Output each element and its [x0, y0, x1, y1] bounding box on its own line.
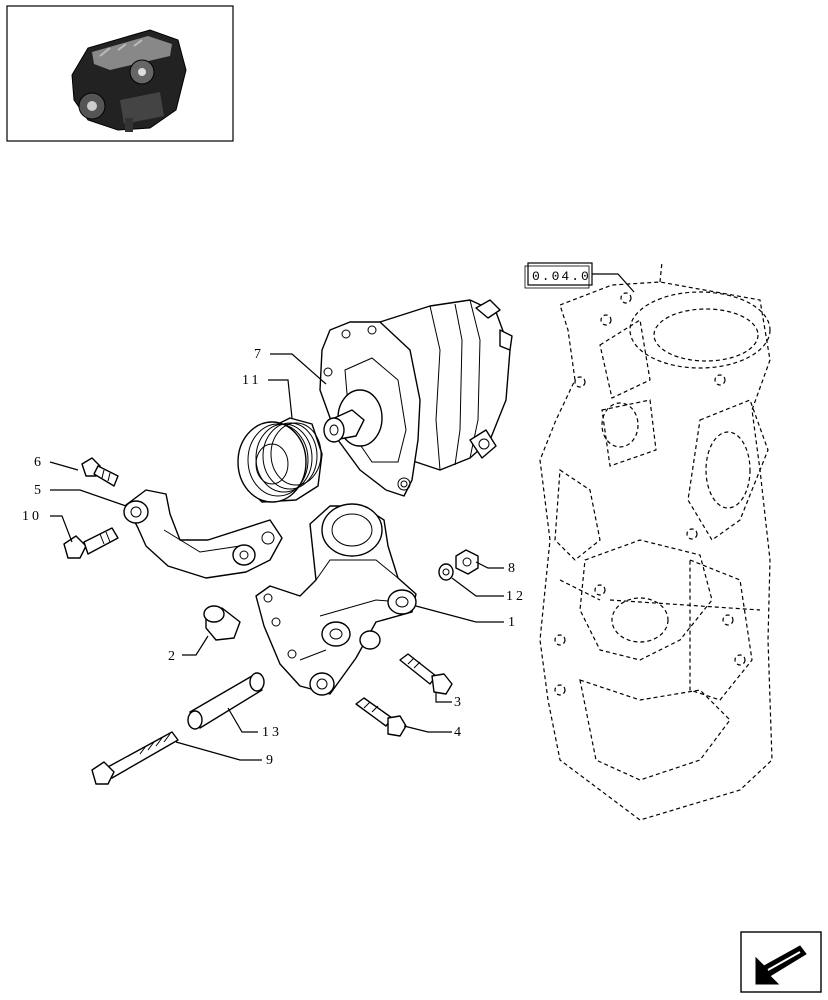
next-page-arrow-icon[interactable]	[740, 931, 822, 993]
main-bracket	[255, 503, 417, 696]
alternator	[319, 299, 513, 497]
callout-9[interactable]: 9	[266, 753, 276, 768]
callout-6[interactable]: 6	[34, 455, 44, 470]
callout-13[interactable]: 13	[262, 725, 282, 740]
callout-1[interactable]: 1	[508, 615, 518, 630]
bolt-4	[355, 697, 407, 737]
callout-labels: 7 11 6 5 10 2 8 12 1 3 4 13 9	[22, 347, 526, 768]
callout-3[interactable]: 3	[454, 695, 464, 710]
bolt-10	[63, 527, 119, 559]
engine-thumbnail-icon	[6, 5, 234, 142]
spacer	[203, 605, 241, 641]
reference-box-text: 0.04.0	[532, 269, 591, 284]
callout-4[interactable]: 4	[454, 725, 464, 740]
nut	[455, 549, 479, 575]
callout-7[interactable]: 7	[254, 347, 264, 362]
callout-12[interactable]: 12	[506, 589, 526, 604]
callout-10[interactable]: 10	[22, 509, 42, 524]
sleeve	[187, 672, 265, 730]
pulley	[237, 417, 323, 503]
leader-lines	[49, 353, 504, 761]
bolt-6	[81, 457, 119, 487]
callout-5[interactable]: 5	[34, 483, 44, 498]
washer	[438, 563, 454, 581]
reference-box[interactable]: 0.04.0	[524, 262, 635, 293]
callout-11[interactable]: 11	[242, 373, 261, 388]
bolt-3	[399, 653, 453, 695]
engine-block-dashed	[539, 261, 773, 821]
long-bolt	[91, 731, 179, 785]
callout-2[interactable]: 2	[168, 649, 178, 664]
bracket-arm	[123, 489, 283, 579]
callout-8[interactable]: 8	[508, 561, 518, 576]
